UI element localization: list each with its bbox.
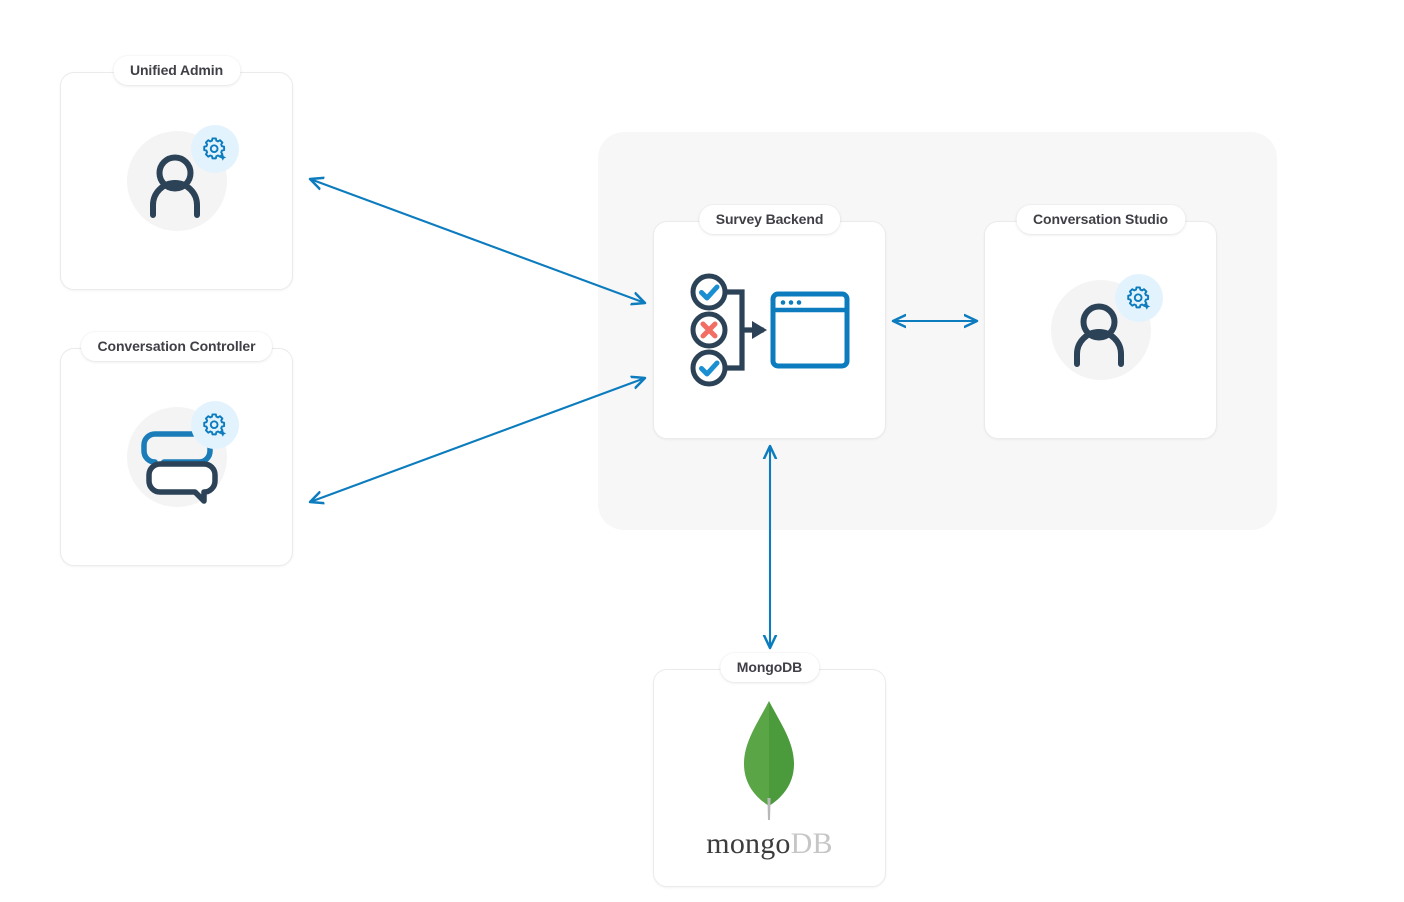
node-body-unified-admin <box>61 73 292 289</box>
gear-sparkle-icon <box>190 125 239 173</box>
node-label-mongodb: MongoDB <box>719 653 820 682</box>
chat-bubbles-gear-icon <box>126 401 239 507</box>
gear-sparkle-icon <box>1114 274 1163 322</box>
mongodb-wordmark: mongoDB <box>706 826 833 860</box>
gear-sparkle-icon <box>190 401 239 449</box>
node-label-conversation-controller: Conversation Controller <box>80 332 273 361</box>
node-unified-admin[interactable]: Unified Admin <box>60 56 293 290</box>
mongodb-wordmark-dark: mongo <box>706 826 791 860</box>
user-gear-icon <box>1050 274 1163 380</box>
node-body-conversation-controller <box>61 349 292 565</box>
node-conversation-studio[interactable]: Conversation Studio <box>984 205 1217 439</box>
person-icon <box>149 154 200 218</box>
mongodb-leaf-icon <box>744 700 795 820</box>
node-body-conversation-studio <box>985 222 1216 438</box>
node-conversation-controller[interactable]: Conversation Controller <box>60 332 293 566</box>
connector-controller-backend <box>310 378 645 502</box>
node-label-survey-backend: Survey Backend <box>698 205 841 234</box>
node-mongodb[interactable]: MongoDB mongoDB <box>653 653 886 887</box>
mongodb-leaf-logo: mongoDB <box>706 698 833 860</box>
node-survey-backend[interactable]: Survey Backend <box>653 205 886 439</box>
user-gear-icon <box>126 125 239 231</box>
node-label-conversation-studio: Conversation Studio <box>1016 205 1185 234</box>
mongodb-wordmark-light: DB <box>790 826 833 860</box>
node-label-unified-admin: Unified Admin <box>112 56 241 85</box>
node-body-mongodb: mongoDB <box>654 670 885 886</box>
person-icon <box>1073 303 1124 367</box>
test-results-window-icon <box>690 273 849 387</box>
node-body-survey-backend <box>654 222 885 438</box>
connector-admin-backend <box>310 179 645 303</box>
